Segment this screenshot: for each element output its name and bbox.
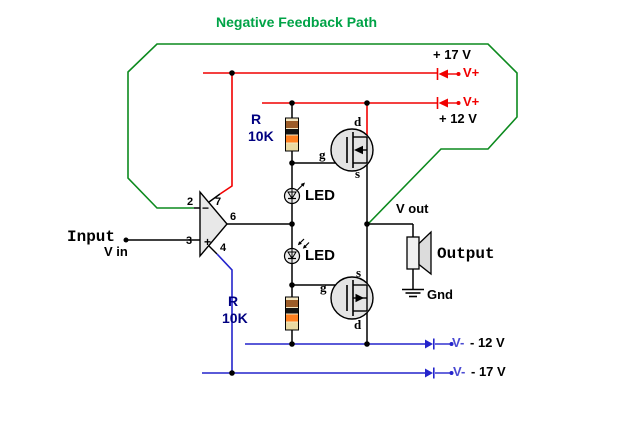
rail-label-plus17: + 17 V (433, 47, 471, 62)
band-gold (286, 322, 298, 330)
mosfet-bottom-source-label: s (356, 265, 362, 280)
led-top-label: LED (305, 187, 335, 204)
band-gold (286, 143, 298, 151)
ground-symbol (402, 288, 424, 298)
band-brown (286, 300, 298, 307)
led-emission-arrow (297, 241, 302, 246)
diagram-title: Negative Feedback Path (216, 14, 378, 30)
opamp-pin-3: 3 (186, 235, 193, 247)
rail-label-plus12: + 12 V (439, 111, 477, 126)
input-terminal-dot (123, 237, 129, 243)
opamp-symbol (199, 190, 228, 258)
opamp-pin-4: 4 (220, 242, 227, 254)
resistor-top-value: 10K (248, 128, 274, 144)
mosfet-arrow-right (355, 293, 364, 303)
opamp-pin-2: 2 (187, 196, 194, 208)
vplus-port-label-top: V+ (463, 65, 480, 80)
resistor-top-symbol (285, 117, 299, 152)
led-emission-arrow (302, 244, 307, 249)
band-orange (286, 135, 298, 143)
vplus-port-arrow-bottom (438, 98, 448, 108)
resistor-bottom-ref: R (228, 293, 239, 309)
band-black (286, 308, 298, 314)
led-emission-arrow (300, 182, 305, 187)
opamp-pin-6: 6 (230, 211, 237, 223)
gnd-label: Gnd (427, 287, 453, 302)
negative-rail-17v (202, 367, 454, 379)
opamp-plus-sign: + (204, 235, 212, 249)
mosfet-bottom-gate-label: g (320, 280, 327, 295)
mosfet-bottom-symbol (330, 276, 374, 320)
junction-dots (123, 70, 370, 376)
resistor-bottom-symbol (285, 296, 299, 331)
vminus-port-label-bottom: V- (453, 364, 466, 379)
output-label: Output (437, 245, 495, 263)
feedback-path-line (127, 43, 518, 225)
vplus-port-arrow-top (438, 69, 448, 79)
vout-label: V out (396, 201, 429, 216)
negative-rail-12v (245, 338, 454, 350)
resistor-top-ref: R (251, 111, 262, 127)
rail-label-minus12: - 12 V (470, 335, 505, 350)
mosfet-top-drain-label: d (354, 114, 362, 129)
opamp-vplus-wire (208, 73, 233, 203)
opamp-vminus-wire (208, 245, 233, 373)
signal-wires (126, 103, 414, 344)
led-bottom-label: LED (305, 247, 335, 264)
positive-rail-17v (203, 68, 461, 80)
opamp-pin-7: 7 (215, 196, 222, 208)
resistor-bottom-value: 10K (222, 310, 248, 326)
mosfet-top-symbol (330, 128, 374, 172)
mosfet-bottom-drain-label: d (354, 317, 362, 332)
vminus-port-arrow-top (425, 339, 433, 349)
mosfet-top-source-label: s (355, 166, 361, 181)
vplus-port-label-bottom: V+ (463, 94, 480, 109)
band-orange (286, 314, 298, 322)
vminus-port-arrow-bottom (425, 368, 433, 378)
rail-label-minus17: - 17 V (471, 364, 506, 379)
vin-label: V in (104, 244, 128, 259)
opamp-minus-sign: − (202, 201, 210, 215)
band-brown (286, 121, 298, 128)
vminus-port-label-top: V- (452, 335, 465, 350)
input-label: Input (67, 228, 116, 246)
mosfet-arrow-left (354, 145, 363, 155)
speaker-symbol (406, 230, 432, 276)
band-black (286, 129, 298, 135)
led-bottom-symbol (283, 238, 310, 265)
mosfet-top-gate-label: g (319, 147, 326, 162)
led-top-symbol (283, 182, 305, 205)
